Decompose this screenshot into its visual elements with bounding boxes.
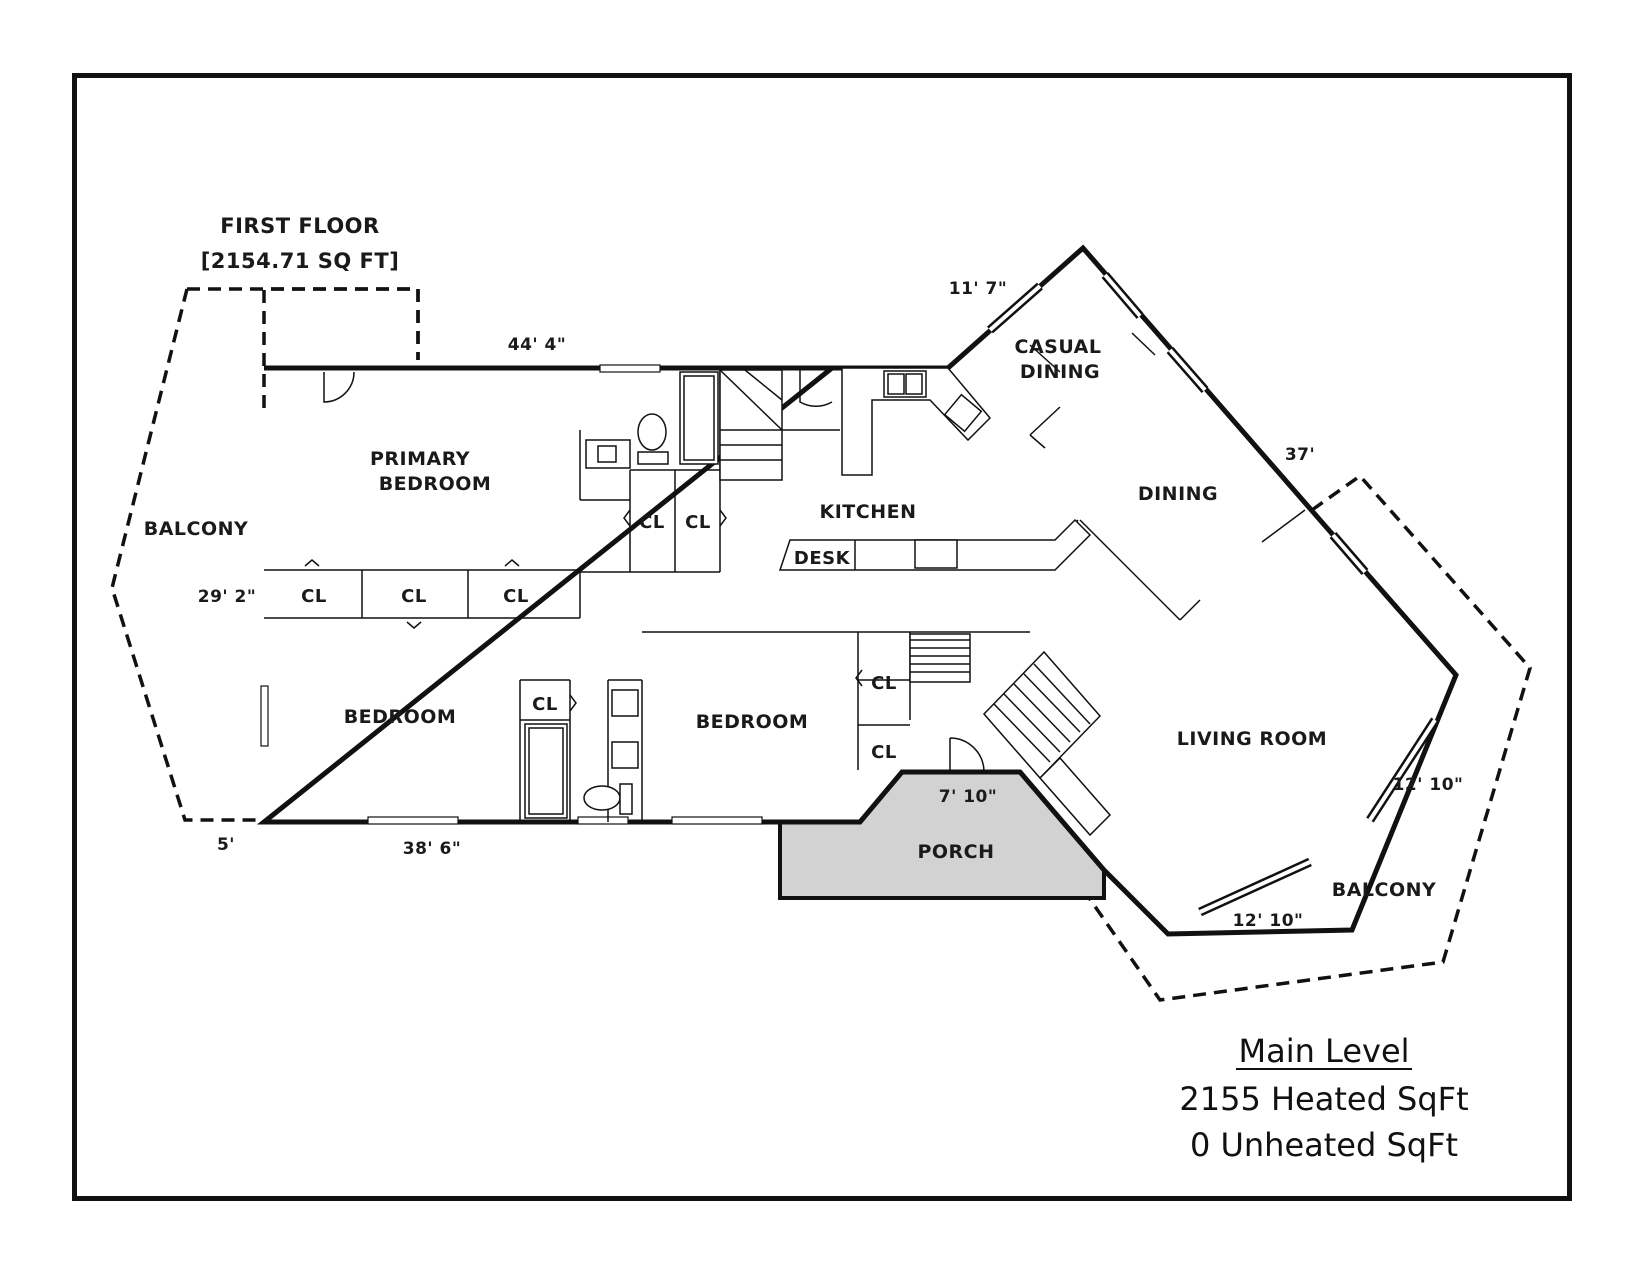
dimension-living-right: 12' 10"	[1393, 775, 1464, 795]
summary-level: Main Level	[1238, 1032, 1409, 1070]
doors	[304, 370, 985, 773]
bath-fixtures	[524, 371, 719, 819]
window	[671, 816, 763, 825]
room-casual-dining-line2: DINING	[1020, 361, 1100, 383]
window	[1199, 860, 1311, 914]
dimension-balcony-depth: 5'	[217, 835, 235, 855]
window	[1103, 273, 1142, 318]
exterior-wall	[256, 244, 1459, 937]
window	[988, 284, 1042, 332]
room-porch: PORCH	[917, 841, 994, 863]
kitchen-counters	[778, 367, 1092, 571]
dimension-dining: 37'	[1285, 445, 1315, 465]
closet-label: CL	[301, 586, 327, 607]
room-casual-dining-line1: CASUAL	[1015, 336, 1102, 358]
stairs-lower	[909, 633, 1112, 837]
closet-label: CL	[871, 673, 897, 694]
window	[1368, 718, 1437, 822]
room-balcony-left: BALCONY	[144, 518, 249, 540]
closet-label: CL	[532, 694, 558, 715]
closet-label: CL	[871, 742, 897, 763]
summary-unheated: 0 Unheated SqFt	[1190, 1126, 1458, 1164]
room-primary-bedroom-line1: PRIMARY	[370, 448, 470, 470]
room-kitchen: KITCHEN	[820, 501, 917, 523]
closet-label: CL	[685, 512, 711, 533]
dimension-top-wall: 44' 4"	[508, 335, 566, 355]
dimension-living-bottom: 12' 10"	[1233, 911, 1304, 931]
room-bedroom-center: BEDROOM	[696, 711, 809, 733]
stairs-upper	[719, 369, 840, 481]
room-balcony-right: BALCONY	[1332, 879, 1437, 901]
floor-area: [2154.71 SQ FT]	[201, 249, 400, 273]
dimension-left-wall: 29' 2"	[198, 587, 256, 607]
closet-label: CL	[639, 512, 665, 533]
dimension-casual-dining: 11' 7"	[949, 279, 1007, 299]
summary-heated: 2155 Heated SqFt	[1179, 1080, 1468, 1118]
floor-title: FIRST FLOOR	[220, 214, 379, 238]
dimension-bottom-wall: 38' 6"	[403, 839, 461, 859]
window	[260, 685, 269, 747]
window	[599, 364, 661, 373]
dimension-porch: 7' 10"	[939, 787, 997, 807]
window	[367, 816, 459, 825]
window	[1168, 348, 1207, 392]
desk-label: DESK	[794, 548, 851, 569]
room-living-room: LIVING ROOM	[1177, 728, 1327, 750]
room-dining: DINING	[1138, 483, 1218, 505]
window	[577, 816, 629, 825]
page-border	[72, 73, 1572, 1201]
room-primary-bedroom-line2: BEDROOM	[379, 473, 492, 495]
balcony-left-top	[187, 287, 420, 360]
room-bedroom-left: BEDROOM	[344, 706, 457, 728]
closet-label: CL	[401, 586, 427, 607]
closet-label: CL	[503, 586, 529, 607]
window	[1331, 533, 1367, 574]
